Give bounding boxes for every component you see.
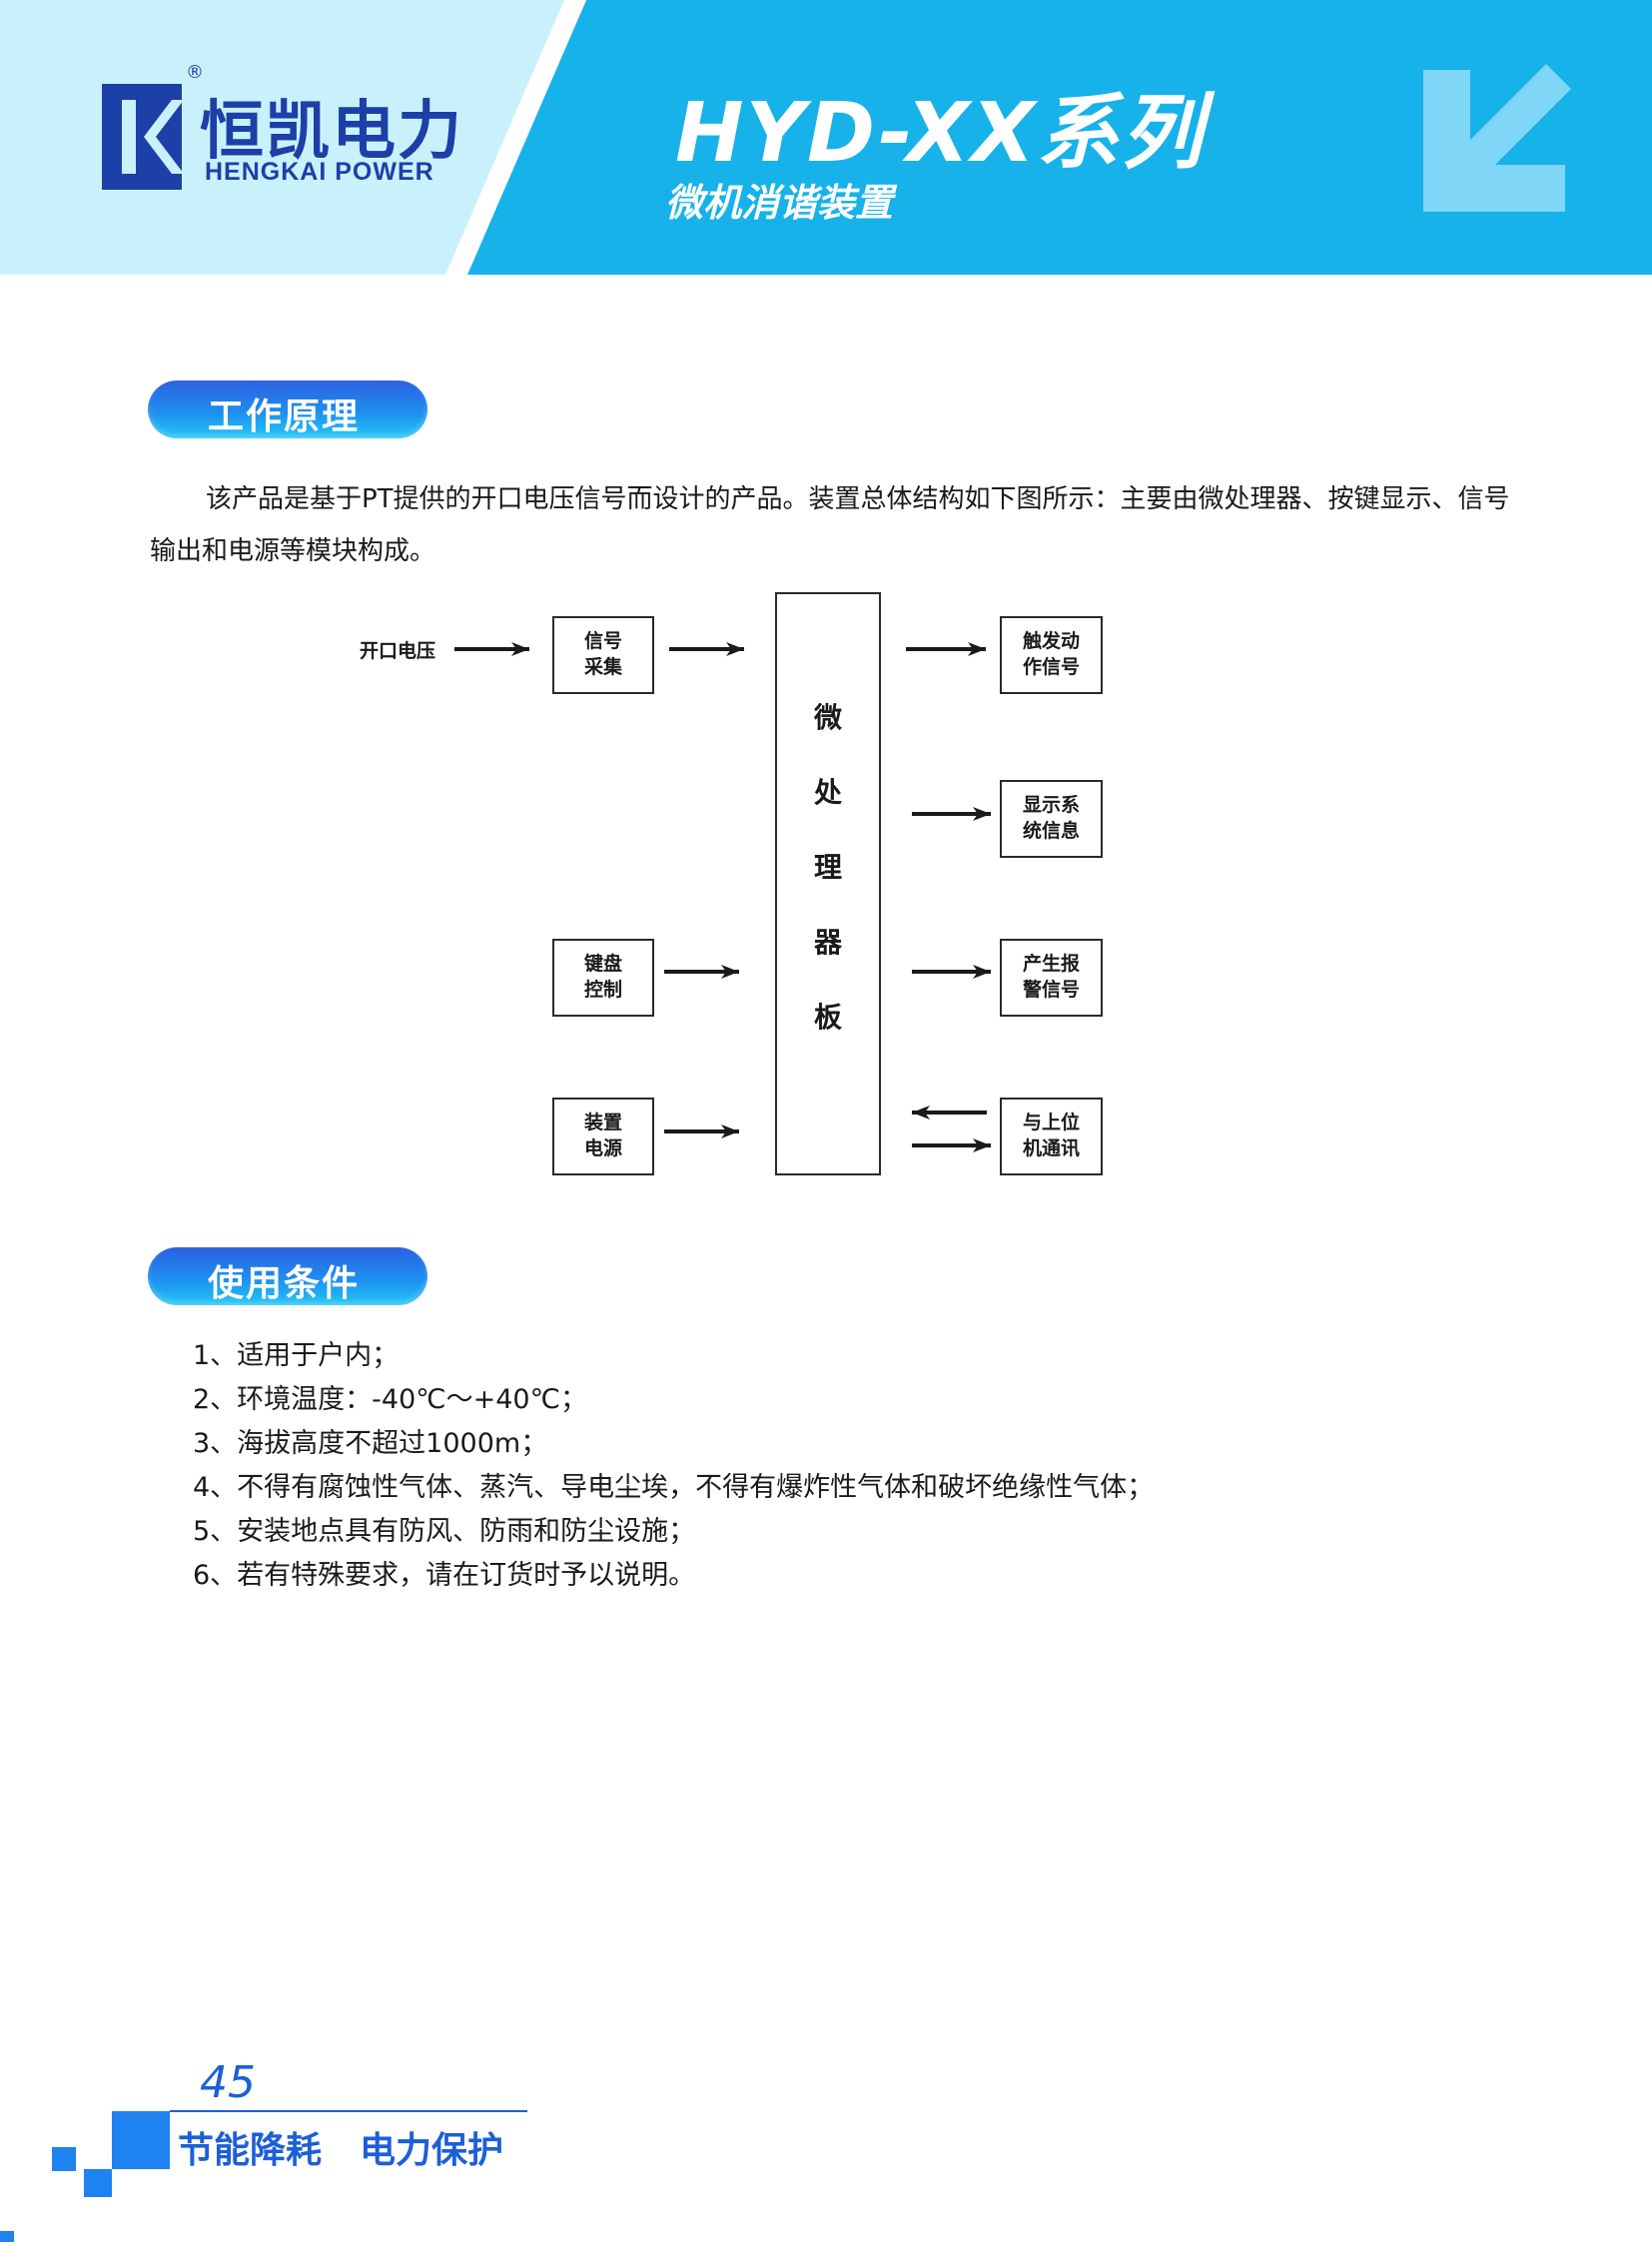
box-signal-acquisition-text: 信号 采集	[583, 630, 622, 678]
section-heading-conditions: 使用条件	[148, 1247, 427, 1305]
box-host-communication-text: 与上位 机通讯	[1022, 1112, 1080, 1159]
box-alarm-signal: 产生报 警信号	[1000, 939, 1103, 1017]
box-keyboard-control-text: 键盘 控制	[583, 953, 622, 1001]
logo-icon	[102, 84, 184, 190]
block-diagram: 开口电压 信号 采集 键盘 控制 装置 电源 微 处 理 器 板 触发动 作信号…	[340, 584, 1119, 1183]
box-host-communication: 与上位 机通讯	[1000, 1098, 1103, 1175]
series-subtitle: 微机消谐装置	[665, 181, 894, 225]
box-display-info: 显示系 统信息	[1000, 780, 1103, 858]
box-power-supply: 装置 电源	[552, 1098, 654, 1175]
series-title: HYD-XX系列	[675, 86, 1205, 181]
slogan-power-protection: 电力保护	[360, 2130, 504, 2171]
box-power-supply-text: 装置 电源	[583, 1112, 622, 1159]
footer-slogan: 节能降耗电力保护	[178, 2121, 503, 2173]
arrow-down-left-icon	[1423, 64, 1571, 212]
box-alarm-signal-text: 产生报 警信号	[1022, 953, 1080, 1001]
brand-name-en: HENGKAI POWER	[205, 158, 434, 186]
page-header: ® 恒凯电力 HENGKAI POWER HYD-XX系列 微机消谐装置	[0, 0, 1652, 275]
list-item: 2、环境温度：-40℃～+40℃；	[193, 1384, 587, 1415]
cpu-char-1: 微	[813, 701, 842, 734]
cpu-char-5: 板	[813, 1001, 842, 1034]
list-item: 4、不得有腐蚀性气体、蒸汽、导电尘埃，不得有爆炸性气体和破坏绝缘性气体；	[193, 1472, 1155, 1503]
list-item: 6、若有特殊要求，请在订货时予以说明。	[193, 1560, 696, 1591]
registered-mark: ®	[186, 62, 204, 83]
header-background	[0, 0, 1652, 275]
box-microprocessor-board: 微 处 理 器 板	[775, 592, 881, 1175]
box-signal-acquisition: 信号 采集	[552, 616, 654, 694]
list-item: 3、海拔高度不超过1000m；	[193, 1428, 548, 1459]
page-number: 45	[200, 2057, 256, 2108]
diagram-arrows	[454, 642, 991, 1152]
box-keyboard-control: 键盘 控制	[552, 939, 654, 1017]
box-trigger-signal: 触发动 作信号	[1000, 616, 1103, 694]
box-display-info-text: 显示系 统信息	[1022, 794, 1080, 842]
brand-name-cn: 恒凯电力	[200, 95, 463, 169]
conditions-list: 1、适用于户内； 2、环境温度：-40℃～+40℃； 3、海拔高度不超过1000…	[193, 1334, 1154, 1598]
list-item: 1、适用于户内；	[193, 1340, 400, 1371]
principle-paragraph: 该产品是基于PT提供的开口电压信号而设计的产品。装置总体结构如下图所示：主要由微…	[150, 484, 1510, 566]
cpu-char-3: 理	[813, 851, 842, 884]
page-footer	[0, 2047, 699, 2242]
box-trigger-signal-text: 触发动 作信号	[1022, 630, 1080, 678]
cpu-char-4: 器	[813, 926, 842, 959]
footer-decoration	[0, 2110, 527, 2242]
section-heading-conditions-text: 使用条件	[208, 1263, 361, 1304]
cpu-char-2: 处	[813, 776, 842, 809]
slogan-energy-saving: 节能降耗	[178, 2130, 323, 2171]
section-heading-principle-text: 工作原理	[208, 396, 361, 437]
section-heading-principle: 工作原理	[148, 380, 427, 438]
input-label: 开口电压	[360, 640, 436, 662]
list-item: 5、安装地点具有防风、防雨和防尘设施；	[193, 1516, 696, 1547]
